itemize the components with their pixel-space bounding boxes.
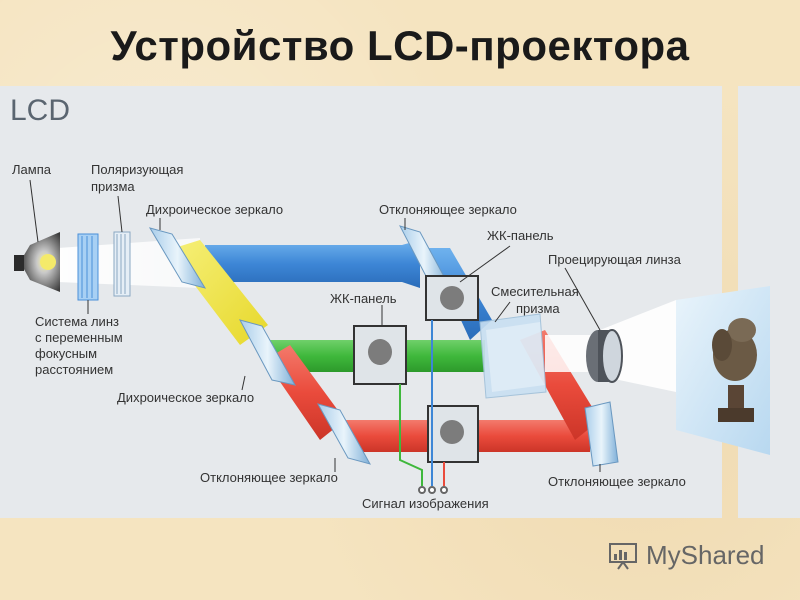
dichroic-mirror-bottom xyxy=(239,319,296,386)
yellow-beam xyxy=(168,240,268,345)
label-polarizing-prism-2: призма xyxy=(91,179,135,194)
lc-panel-bottom xyxy=(427,405,479,463)
label-lamp: Лампа xyxy=(12,162,52,177)
brand-text: MyShared xyxy=(646,539,765,570)
brand-watermark: MyShared xyxy=(608,538,765,572)
label-deflecting-mirror-top: Отклоняющее зеркало xyxy=(379,202,517,217)
dichroic-mirror-top xyxy=(148,227,207,289)
label-lc-panel-middle: ЖК-панель xyxy=(330,291,397,306)
label-mixing-prism-1: Смесительная xyxy=(491,284,579,299)
lc-panel-top xyxy=(425,275,479,321)
label-mixing-prism-2: призма xyxy=(516,301,560,316)
deflecting-mirror-bottom-right xyxy=(584,401,619,467)
slide-title: Устройство LCD-проектора xyxy=(110,22,690,69)
deflecting-mirror-bottom-left xyxy=(316,403,372,465)
lens-system xyxy=(77,233,99,301)
polarizing-prism xyxy=(113,231,131,297)
label-lens-system-4: расстоянием xyxy=(35,362,113,377)
presentation-board-icon xyxy=(609,543,637,570)
label-image-signal: Сигнал изображения xyxy=(362,496,489,511)
diagram-heading: LCD xyxy=(10,94,71,127)
label-dichroic-mirror-top: Дихроическое зеркало xyxy=(146,202,283,217)
label-dichroic-mirror-bottom: Дихроическое зеркало xyxy=(117,390,254,405)
lc-panel-middle xyxy=(353,325,407,385)
leader-lines xyxy=(29,179,601,472)
lamp xyxy=(14,232,60,292)
label-deflecting-mirror-bottom-right: Отклоняющее зеркало xyxy=(548,474,686,489)
mixing-prism xyxy=(479,313,547,399)
signal-wires xyxy=(399,320,448,494)
label-polarizing-prism-1: Поляризующая xyxy=(91,162,183,177)
blue-beam xyxy=(205,240,420,288)
label-lc-panel-top: ЖК-панель xyxy=(487,228,554,243)
projection-lens xyxy=(586,329,623,383)
combined-beam xyxy=(545,335,600,372)
label-lens-system-3: фокусным xyxy=(35,346,97,361)
projected-image xyxy=(712,318,757,422)
label-lens-system-2: с переменным xyxy=(35,330,123,345)
label-lens-system-1: Система линз xyxy=(35,314,119,329)
label-projection-lens: Проецирующая линза xyxy=(548,252,682,267)
label-deflecting-mirror-bottom-left: Отклоняющее зеркало xyxy=(200,470,338,485)
